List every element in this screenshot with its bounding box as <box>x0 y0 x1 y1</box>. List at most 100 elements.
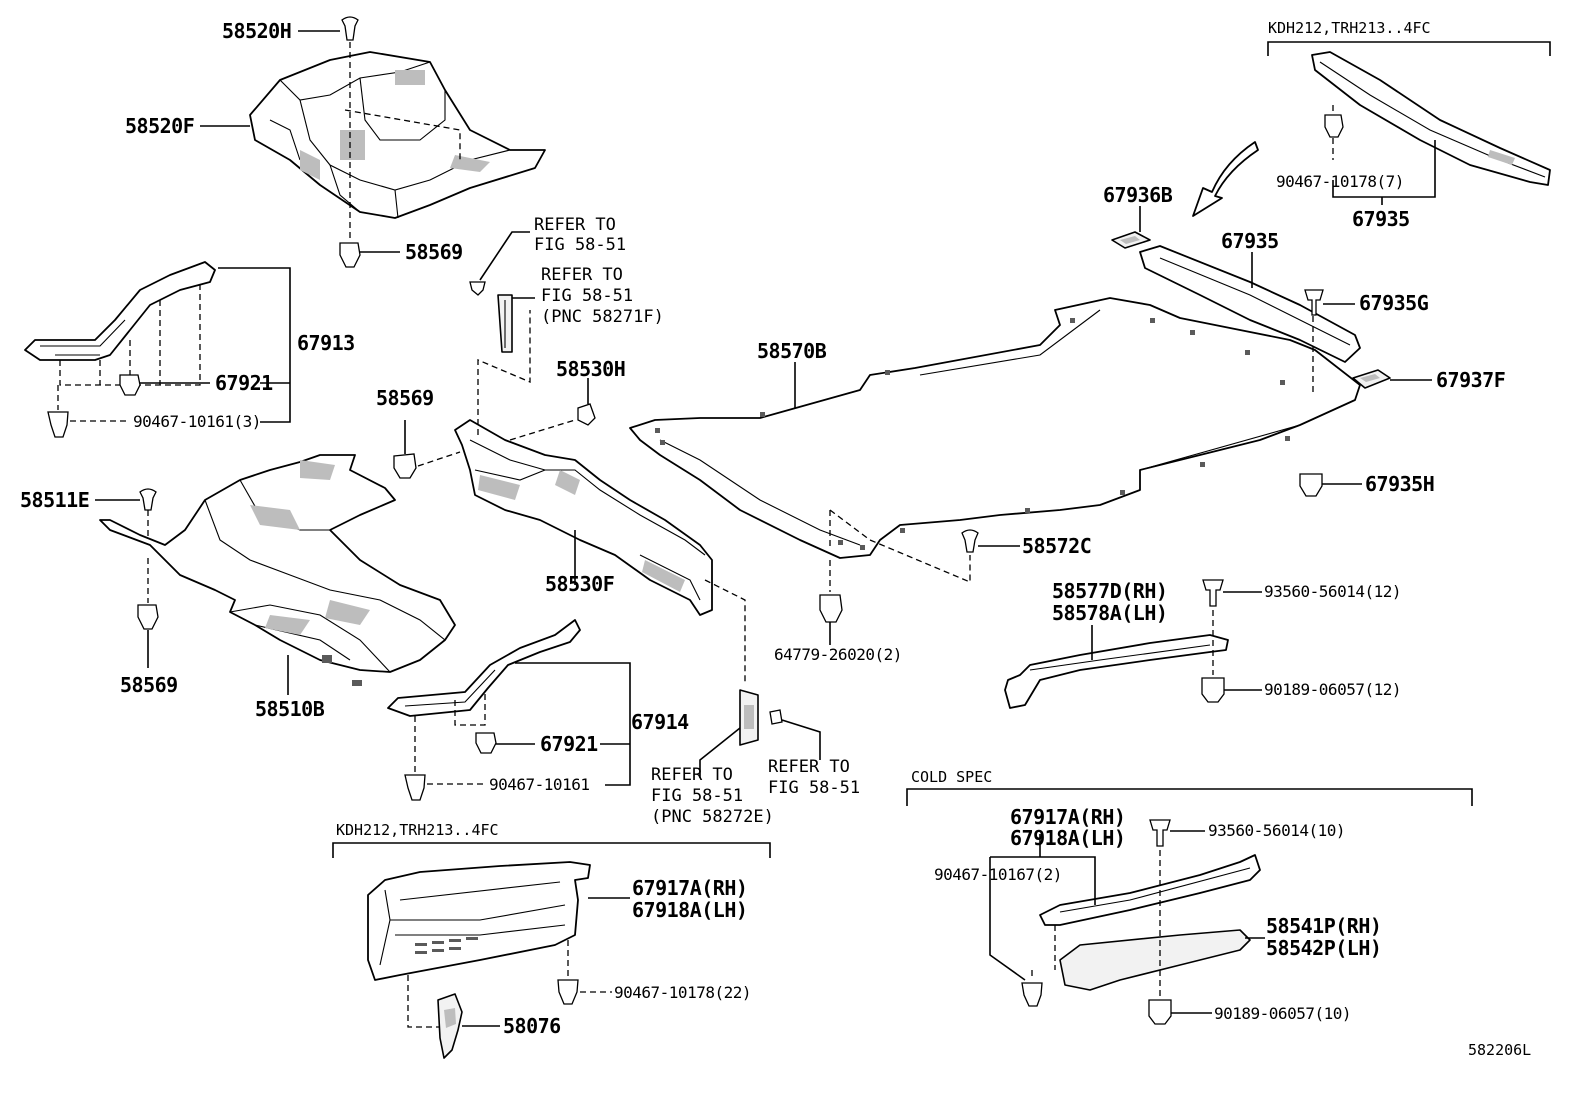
clip-58511E <box>139 488 157 511</box>
label-67921-upper: 67921 <box>215 371 273 395</box>
refer-notes: REFER TO FIG 58-51 REFER TO FIG 58-51 (P… <box>534 215 860 827</box>
label-67921-lower: 67921 <box>540 732 598 756</box>
part-67935-top-drawing <box>1311 51 1551 186</box>
refer-note-3-line3: (PNC 58272E) <box>651 807 774 827</box>
refer-note-3-line1: REFER TO <box>651 765 733 785</box>
label-90467-10161: 90467-10161 <box>489 775 589 794</box>
label-67935-middle: 67935 <box>1221 229 1279 253</box>
label-90189-06057-10: 90189-06057(10) <box>1214 1004 1351 1023</box>
spec-labels: KDH212,TRH213..4FC KDH212,TRH213..4FC CO… <box>336 19 1431 839</box>
clip-90467-10178-top <box>1324 114 1344 138</box>
label-67935-top: 67935 <box>1352 207 1410 231</box>
part-58530F-drawing <box>454 419 713 616</box>
label-58511E: 58511E <box>20 488 89 512</box>
spec-bracket-cold <box>906 788 1473 806</box>
label-58578A: 58578A(LH) <box>1052 601 1167 625</box>
refer-note-2-line1: REFER TO <box>541 265 623 285</box>
arrow-down-left <box>1192 141 1259 217</box>
clip-67935H <box>1299 473 1323 497</box>
label-90189-06057-12: 90189-06057(12) <box>1264 680 1401 699</box>
spec-bracket-bottom <box>332 842 771 858</box>
clip-90467-10167 <box>1021 982 1043 1007</box>
clip-58569-center <box>393 453 417 479</box>
refer-note-2-line3: (PNC 58271F) <box>541 307 664 327</box>
spec-label-cold: COLD SPEC <box>911 768 992 786</box>
clip-90467-10161-lower <box>404 774 426 801</box>
label-58520H: 58520H <box>222 19 291 43</box>
label-67917A-box: 67917A(RH) <box>632 876 747 900</box>
refer-note-4-line1: REFER TO <box>768 757 850 777</box>
clip-58530H <box>577 403 596 426</box>
label-93560-56014-10: 93560-56014(10) <box>1208 821 1345 840</box>
label-90467-10178-22: 90467-10178(22) <box>614 983 751 1002</box>
clip-67921-lower <box>475 732 497 754</box>
screw-67935G <box>1304 289 1324 316</box>
refer-note-3-line2: FIG 58-51 <box>651 786 743 806</box>
diagram-code: 582206L <box>1468 1041 1531 1059</box>
refer-note-4-line2: FIG 58-51 <box>768 778 860 798</box>
label-58569-top: 58569 <box>405 240 463 264</box>
part-58570B-drawing <box>629 297 1361 559</box>
label-58530F: 58530F <box>545 572 614 596</box>
label-67918A-box: 67918A(LH) <box>632 898 747 922</box>
clip-64779-26020 <box>819 594 843 623</box>
clip-58569-top <box>339 242 361 268</box>
clip-58572C <box>961 529 979 553</box>
label-58577D: 58577D(RH) <box>1052 579 1167 603</box>
label-67918A-cold: 67918A(LH) <box>1010 826 1125 850</box>
label-90467-10167-2: 90467-10167(2) <box>934 865 1062 884</box>
nut-90189-12 <box>1201 677 1225 703</box>
clip-90467-10178-22 <box>557 979 579 1005</box>
label-58542P: 58542P(LH) <box>1266 936 1381 960</box>
label-58520F: 58520F <box>125 114 194 138</box>
bracket-58271F <box>497 294 513 353</box>
part-58541P-drawing <box>1059 929 1251 991</box>
label-58541P: 58541P(RH) <box>1266 914 1381 938</box>
bracket-58272E <box>739 689 783 746</box>
clip-58569-left <box>137 604 159 630</box>
part-67917A-drawing <box>367 861 591 981</box>
label-90467-10178-7: 90467-10178(7) <box>1276 172 1404 191</box>
nut-90189-10 <box>1148 999 1172 1025</box>
spec-bracket-top <box>1267 41 1551 56</box>
part-58510B-drawing <box>99 454 456 686</box>
refer-note-1-line2: FIG 58-51 <box>534 235 626 255</box>
label-93560-56014-12: 93560-56014(12) <box>1264 582 1401 601</box>
clip-58520H <box>341 16 359 41</box>
label-58570B: 58570B <box>757 339 827 363</box>
part-67914-drawing <box>387 619 581 717</box>
label-67935G: 67935G <box>1359 291 1429 315</box>
label-58510B: 58510B <box>255 697 325 721</box>
label-90467-10161-3: 90467-10161(3) <box>133 412 261 431</box>
label-67917A-cold: 67917A(RH) <box>1010 805 1125 829</box>
label-58530H: 58530H <box>556 357 625 381</box>
screw-93560-12 <box>1202 579 1224 607</box>
part-58520F-drawing <box>249 51 546 219</box>
part-67917A-cold-drawing <box>1039 854 1261 926</box>
part-67935-drawing <box>1139 245 1361 363</box>
clip-67921-upper <box>119 374 141 396</box>
label-58076: 58076 <box>503 1014 561 1038</box>
spec-label-kdh-bottom: KDH212,TRH213..4FC <box>336 821 499 839</box>
refer-note-1-line1: REFER TO <box>534 215 616 235</box>
label-67935H: 67935H <box>1365 472 1434 496</box>
clip-90467-10161-upper <box>47 411 69 438</box>
label-67913: 67913 <box>297 331 355 355</box>
part-67937F-drawing <box>1352 369 1391 389</box>
part-58577D-drawing <box>1004 634 1229 709</box>
label-58569-center: 58569 <box>376 386 434 410</box>
part-67936B-drawing <box>1111 231 1151 249</box>
label-67936B: 67936B <box>1103 183 1173 207</box>
callout-labels: 58520H 58520F 58569 67913 67921 90467-10… <box>20 19 1506 1038</box>
screw-93560-10 <box>1149 819 1171 847</box>
label-58572C: 58572C <box>1022 534 1091 558</box>
part-67913-drawing <box>24 261 216 361</box>
refer-note-2-line2: FIG 58-51 <box>541 286 633 306</box>
label-67914: 67914 <box>631 710 689 734</box>
part-58076-drawing <box>437 993 463 1059</box>
label-67937F: 67937F <box>1436 368 1505 392</box>
clip-refer-58-51 <box>469 281 486 296</box>
label-58569-left: 58569 <box>120 673 178 697</box>
